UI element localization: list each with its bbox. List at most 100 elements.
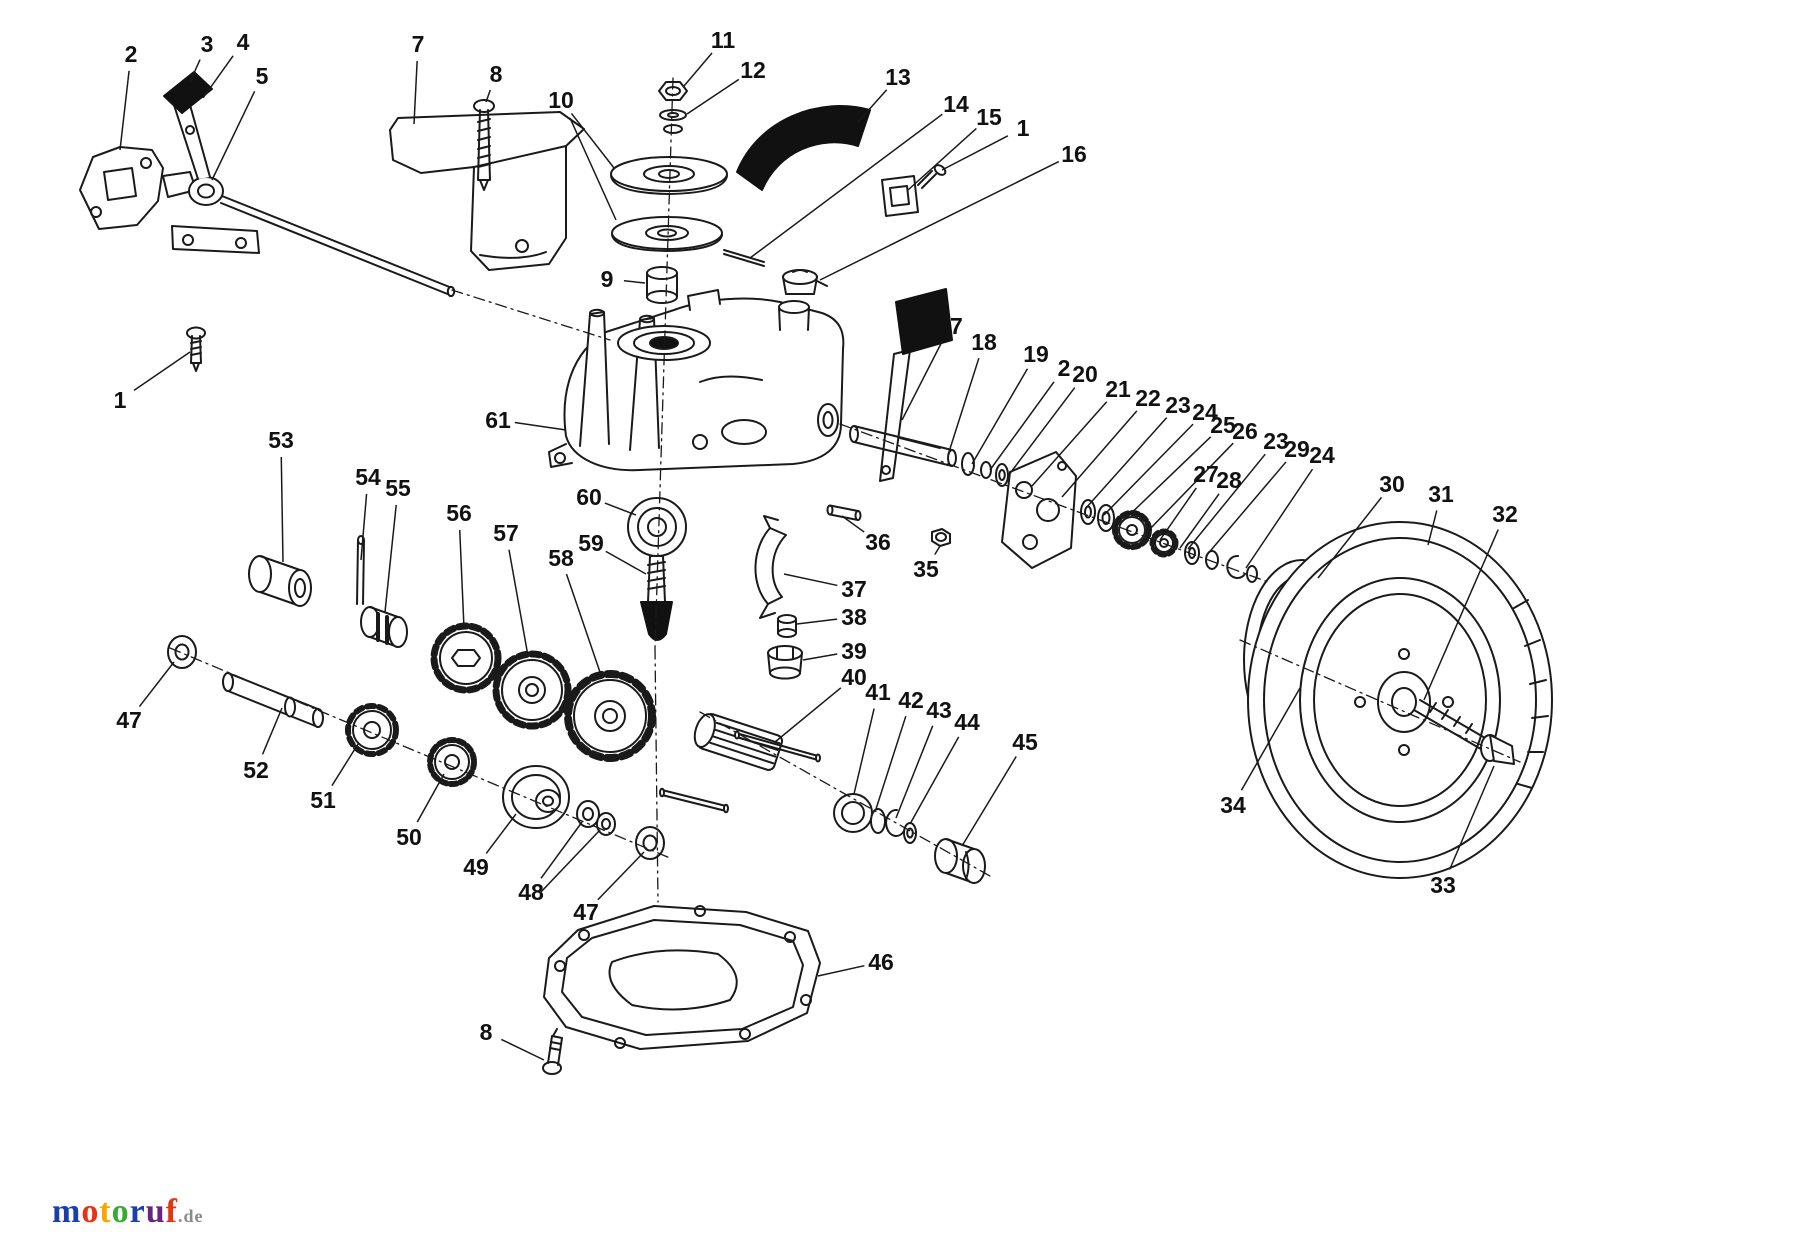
callout-61: 61 xyxy=(485,407,511,433)
leader-line xyxy=(508,549,529,657)
leader-line xyxy=(500,1038,545,1061)
watermark-suffix: .de xyxy=(178,1206,204,1226)
callout-8: 8 xyxy=(480,1019,493,1045)
callout-47: 47 xyxy=(573,899,599,925)
axle-bolt xyxy=(1413,699,1515,765)
callout-10: 10 xyxy=(548,87,574,113)
callout-56: 56 xyxy=(446,500,472,526)
callout-27: 27 xyxy=(1193,461,1219,487)
callout-58: 58 xyxy=(548,545,574,571)
callout-43: 43 xyxy=(926,697,952,723)
lower-pin xyxy=(659,787,729,814)
leader-line xyxy=(133,351,191,392)
gear-57 xyxy=(492,650,572,730)
callout-42: 42 xyxy=(898,687,924,713)
callout-24: 24 xyxy=(1192,399,1218,425)
callout-3: 3 xyxy=(201,31,214,57)
callout-12: 12 xyxy=(740,57,766,83)
leader-line xyxy=(683,52,713,87)
clutch-pin xyxy=(356,535,365,605)
clutch-drum xyxy=(248,555,312,607)
callout-36: 36 xyxy=(865,529,891,555)
leader-line xyxy=(569,117,617,221)
callout-15: 15 xyxy=(976,104,1002,130)
leader-line xyxy=(971,368,1029,465)
callout-33: 33 xyxy=(1430,872,1456,898)
leader-line xyxy=(1085,417,1168,509)
leader-line xyxy=(901,340,943,421)
callout-28: 28 xyxy=(1216,467,1242,493)
callout-29: 29 xyxy=(1284,436,1310,462)
watermark-letter: m xyxy=(52,1193,82,1230)
callout-39: 39 xyxy=(841,638,867,664)
leader-line xyxy=(686,78,740,115)
belt-guard xyxy=(736,105,871,191)
leader-line xyxy=(817,964,865,977)
leader-line xyxy=(605,550,647,575)
callout-1: 1 xyxy=(1017,115,1030,141)
watermark-letter: t xyxy=(99,1193,112,1230)
callout-48: 48 xyxy=(518,879,544,905)
watermark-letter: u xyxy=(145,1193,166,1230)
callout-34: 34 xyxy=(1220,792,1246,818)
clutch-hub xyxy=(767,645,803,680)
leader-line xyxy=(783,573,838,587)
brake-lever xyxy=(879,288,953,482)
lock-nut xyxy=(931,528,951,547)
engine-bracket xyxy=(389,111,585,271)
callout-47: 47 xyxy=(116,707,142,733)
leader-line xyxy=(189,59,201,83)
callout-59: 59 xyxy=(578,530,604,556)
leader-line xyxy=(1240,687,1301,791)
callout-2: 2 xyxy=(125,41,138,67)
callout-5: 5 xyxy=(256,63,269,89)
control-bracket-assembly xyxy=(79,71,456,298)
leader-line xyxy=(565,573,603,679)
callout-51: 51 xyxy=(310,787,336,813)
leader-line xyxy=(261,707,283,755)
callout-11: 11 xyxy=(711,27,736,53)
callout-23: 23 xyxy=(1263,428,1289,454)
callout-22: 22 xyxy=(1135,385,1161,411)
callout-37: 37 xyxy=(841,576,867,602)
callout-20: 20 xyxy=(1072,361,1098,387)
leader-line xyxy=(989,381,1055,471)
leader-line xyxy=(796,618,838,625)
leader-line xyxy=(857,89,888,123)
callout-23: 23 xyxy=(1165,392,1191,418)
leader-line xyxy=(841,515,865,533)
watermark-letter: f xyxy=(165,1193,178,1230)
callout-19: 19 xyxy=(1023,341,1049,367)
roller-cage xyxy=(360,606,408,648)
clutch-roller xyxy=(777,614,797,638)
leader-line xyxy=(1449,765,1495,870)
callout-14: 14 xyxy=(943,91,969,117)
leader-line xyxy=(1121,436,1212,523)
leader-line xyxy=(802,653,838,661)
callout-57: 57 xyxy=(493,520,519,546)
watermark-letter: o xyxy=(81,1193,100,1230)
leader-line xyxy=(875,715,907,810)
leader-line xyxy=(1159,487,1197,541)
leader-line xyxy=(623,280,646,284)
leader-line xyxy=(961,756,1017,847)
callout-60: 60 xyxy=(576,484,602,510)
leader-line xyxy=(539,829,601,894)
pinion-shaft xyxy=(640,555,673,641)
output-bearing xyxy=(833,793,917,844)
callout-17: 17 xyxy=(937,313,963,339)
leader-line xyxy=(947,357,980,456)
input-shaft xyxy=(222,672,324,728)
governor-rod xyxy=(723,249,765,267)
watermark: motoruf.de xyxy=(52,1193,204,1231)
axle-washers-left xyxy=(961,452,1009,487)
ball-bearing xyxy=(627,497,687,557)
axle-bushing xyxy=(934,838,986,884)
leader-line xyxy=(1427,510,1438,546)
cover-plate xyxy=(881,175,919,217)
leader-line xyxy=(458,529,465,629)
drive-pulley xyxy=(502,765,570,829)
